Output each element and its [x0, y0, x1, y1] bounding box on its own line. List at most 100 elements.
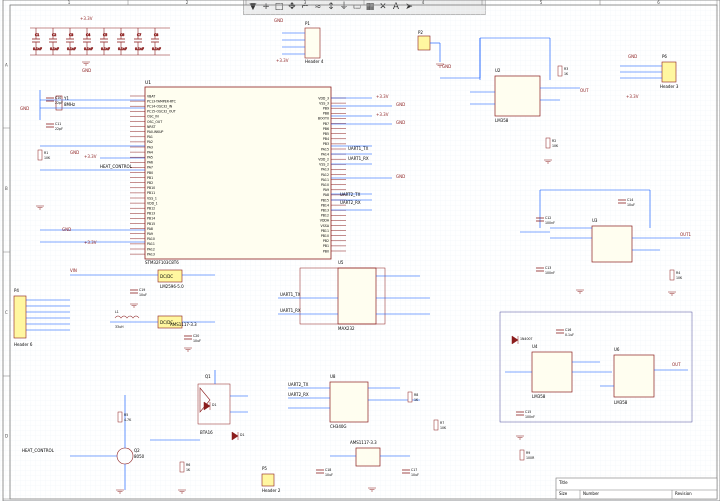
mcu-pins-right: VDD_3VSS_3PB9PB8BOOT0PB7PB6PB5PB4PB3PA15…: [318, 96, 346, 253]
resistor-value: 1K: [186, 468, 191, 472]
svg-text:GND: GND: [396, 174, 405, 179]
opamp-u6[interactable]: U6 LM358 OUT: [600, 347, 688, 405]
svg-text:UART2_RX: UART2_RX: [340, 200, 361, 205]
capbank-ref: C8: [154, 33, 158, 37]
svg-text:OUT: OUT: [580, 88, 589, 93]
transistor-q2[interactable]: HEAT_CONTROL Q2 8050: [22, 395, 145, 490]
mcu-pin-label: PB15: [321, 198, 329, 202]
resistor: [179, 461, 185, 473]
mcu-pin-label: PA12: [147, 247, 155, 251]
capacitor-ref: C10: [55, 96, 61, 100]
svg-text:+3.3V: +3.3V: [276, 58, 289, 63]
capacitor-ref: C17: [411, 468, 417, 472]
capacitor-value: 22pF: [55, 127, 63, 131]
svg-text:+3.3V: +3.3V: [84, 240, 97, 245]
dcdc-regulator-1[interactable]: DC/DC LM2596-5.0 VIN: [70, 268, 215, 289]
resistor-ref: R3: [564, 67, 568, 71]
resistor-ref: R9: [526, 451, 530, 455]
svg-text:U2: U2: [495, 68, 501, 73]
header-p1[interactable]: P1 Header 4 +3.3V GND: [274, 18, 324, 64]
capbank-value: 0.1uF: [118, 47, 127, 51]
capacitor-value: 0.1uF: [565, 333, 574, 337]
mcu-pin-label: PA7: [147, 166, 153, 170]
mcu-pin-label: PA10: [321, 183, 329, 187]
row-label: C: [5, 310, 8, 315]
header-p6[interactable]: P6 Header 3 GND +3.3V: [620, 54, 679, 99]
resistor: [117, 411, 123, 423]
ch340-u8[interactable]: U8 CH340G UART2_TX UART2_RX: [288, 374, 420, 429]
dcdc-regulator-2[interactable]: DC/DC AMS1117-3.3: [110, 315, 215, 329]
diode-ref: D1: [240, 433, 244, 437]
mcu-part: STM32F103C8T6: [145, 260, 179, 265]
capacitor-ref: C11: [55, 122, 61, 126]
mcu-pin-label: PA12: [321, 173, 329, 177]
mcu-pin-label: PA3: [147, 145, 153, 149]
column-label: 6: [657, 0, 660, 5]
ground-symbol: [668, 291, 676, 296]
capbank-value: 0.1uF: [84, 47, 93, 51]
mcu-pin-label: PA5: [147, 156, 153, 160]
mcu-pin-label: PB15: [147, 222, 155, 226]
svg-text:LM358: LM358: [532, 394, 546, 399]
mcu-pin-label: PA0-WKUP: [147, 130, 163, 134]
ldo-u7[interactable]: AMS1117-3.3: [330, 440, 410, 467]
resistor-value: 10K: [44, 156, 51, 160]
capbank-ref: C1: [35, 33, 39, 37]
capbank-net-label: +3.3V: [80, 16, 93, 21]
opamp-u3[interactable]: U3 OUT1: [520, 189, 692, 263]
mcu-pin-label: VDDA: [320, 219, 330, 223]
svg-text:GND: GND: [442, 64, 451, 69]
max232-u5[interactable]: U5 MAX232 UART1_TX UART1_RX: [278, 260, 430, 331]
ground-symbol: [116, 489, 124, 494]
crystal-y1[interactable]: Y1 8MHz: [39, 90, 145, 120]
mcu-pin-label: PA13: [147, 252, 155, 256]
svg-text:CH340G: CH340G: [330, 424, 347, 429]
row-label: A: [5, 63, 8, 68]
svg-text:LM358: LM358: [614, 400, 628, 405]
ground-symbol: [36, 205, 44, 210]
svg-text:UART1_TX: UART1_TX: [348, 146, 369, 151]
column-label: 2: [186, 0, 189, 5]
svg-text:OUT: OUT: [672, 362, 681, 367]
mcu-net-labels: +3.3V GND +3.3V GND UART1_TX UART1_RX GN…: [20, 94, 405, 245]
svg-text:GND: GND: [70, 150, 79, 155]
mcu-pin-label: PA13: [321, 168, 329, 172]
header-p2[interactable]: P2 GND: [417, 30, 451, 69]
inductor-ref: L1: [115, 310, 119, 314]
header-p5[interactable]: P5 Header 2: [261, 466, 281, 493]
capacitor-ref: C14: [627, 198, 633, 202]
mcu-pin-label: PA11: [147, 242, 155, 246]
resistor: [433, 419, 439, 431]
diode-ref: D1: [212, 403, 216, 407]
opamp-u4[interactable]: U4 LM358: [499, 311, 693, 423]
size-label: Size: [559, 491, 568, 496]
svg-text:Header 6: Header 6: [14, 342, 33, 347]
svg-text:+3.3V: +3.3V: [626, 94, 639, 99]
svg-text:UART2_TX: UART2_TX: [288, 382, 309, 387]
title-label: Title: [558, 480, 568, 485]
svg-text:+3.3V: +3.3V: [376, 94, 389, 99]
title-block: Title Size Number Revision: [555, 477, 718, 500]
header-p4[interactable]: P4 Header 6: [13, 288, 70, 347]
ground-symbol: [436, 63, 444, 68]
column-label: 3: [304, 0, 307, 5]
mcu[interactable]: U1 STM32F103C8T6 VBATPC13-TAMPER-RTCPC14…: [130, 80, 346, 265]
svg-text:U8: U8: [330, 374, 336, 379]
inductor: [114, 315, 140, 319]
mcu-pin-label: VSSA: [321, 224, 330, 228]
mcu-pin-label: BOOT0: [318, 117, 329, 121]
mcu-pin-label: PB2: [323, 239, 329, 243]
capacitor-ref: C18: [325, 468, 331, 472]
svg-text:VIN: VIN: [70, 268, 77, 273]
column-label: 4: [422, 0, 425, 5]
mcu-pin-label: VBAT: [147, 94, 155, 98]
diode-ref: 1N4007: [520, 337, 533, 341]
capacitor-value: 100nF: [545, 271, 555, 275]
mcu-pin-label: PB13: [147, 212, 155, 216]
capacitor-ref: C16: [565, 328, 571, 332]
decoupling-cap-bank[interactable]: C10.1uFC20.1uFC30.1uFC40.1uFC50.1uFC60.1…: [30, 27, 170, 56]
capacitor-value: 22pF: [55, 101, 63, 105]
svg-text:P5: P5: [262, 466, 267, 471]
resistor-value: 100R: [526, 456, 535, 460]
